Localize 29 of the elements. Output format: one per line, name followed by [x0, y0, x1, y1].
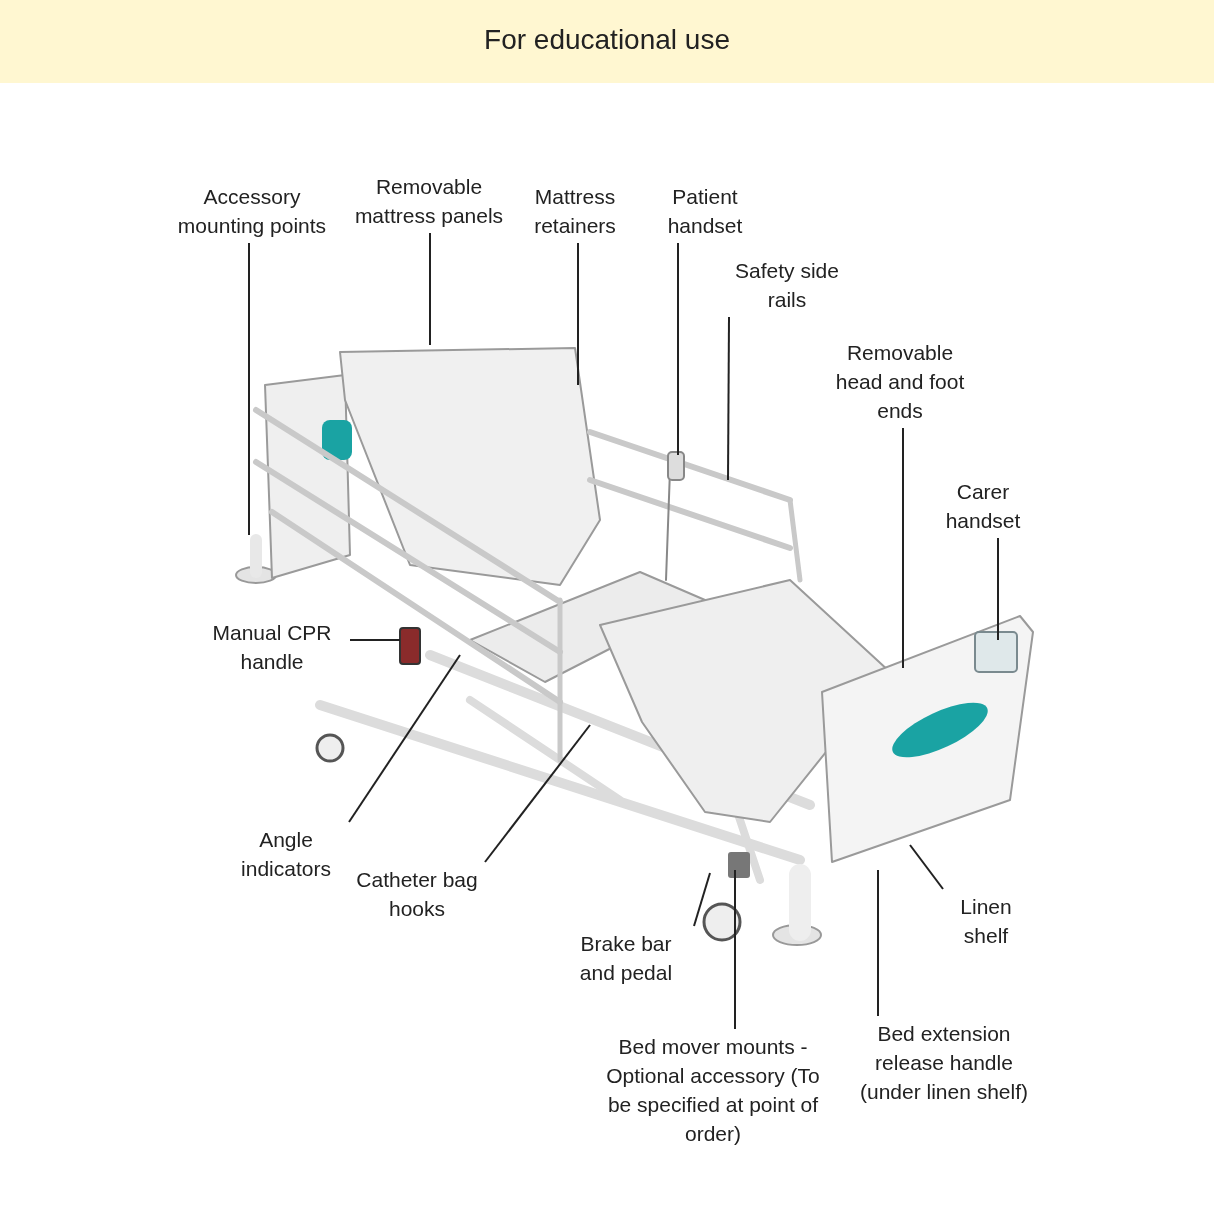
leader-line [909, 844, 944, 890]
callout-label: Manual CPR handle [197, 618, 347, 676]
leader-line [997, 537, 999, 641]
leader-line [429, 232, 431, 346]
callout-label: Carer handset [928, 477, 1038, 535]
callout-label: Linen shelf [946, 892, 1026, 950]
banner-text: For educational use [484, 23, 730, 57]
callout-label: Removable head and foot ends [830, 338, 970, 425]
callout-label: Catheter bag hooks [352, 865, 482, 923]
callout-label: Accessory mounting points [177, 182, 327, 240]
callout-label: Mattress retainers [510, 182, 640, 240]
callout-label: Brake bar and pedal [561, 929, 691, 987]
leader-line [577, 242, 579, 386]
leader-line [902, 427, 904, 669]
callout-label: Bed mover mounts - Optional accessory (To be specified at point of order) [598, 1032, 828, 1148]
callout-label: Removable mattress panels [354, 172, 504, 230]
leader-line [734, 869, 736, 1030]
leader-line [348, 654, 461, 823]
callout-label: Patient handset [650, 182, 760, 240]
callout-label: Bed extension release handle (under linen shelf) [859, 1019, 1029, 1106]
leader-line [693, 872, 711, 927]
leader-line [484, 724, 591, 863]
callout-label: Safety side rails [732, 256, 842, 314]
callout-label: Angle indicators [226, 825, 346, 883]
leader-line [349, 639, 401, 641]
leader-line [877, 869, 879, 1017]
leader-line [727, 316, 730, 481]
leader-line [677, 242, 679, 456]
leader-line [248, 242, 250, 536]
